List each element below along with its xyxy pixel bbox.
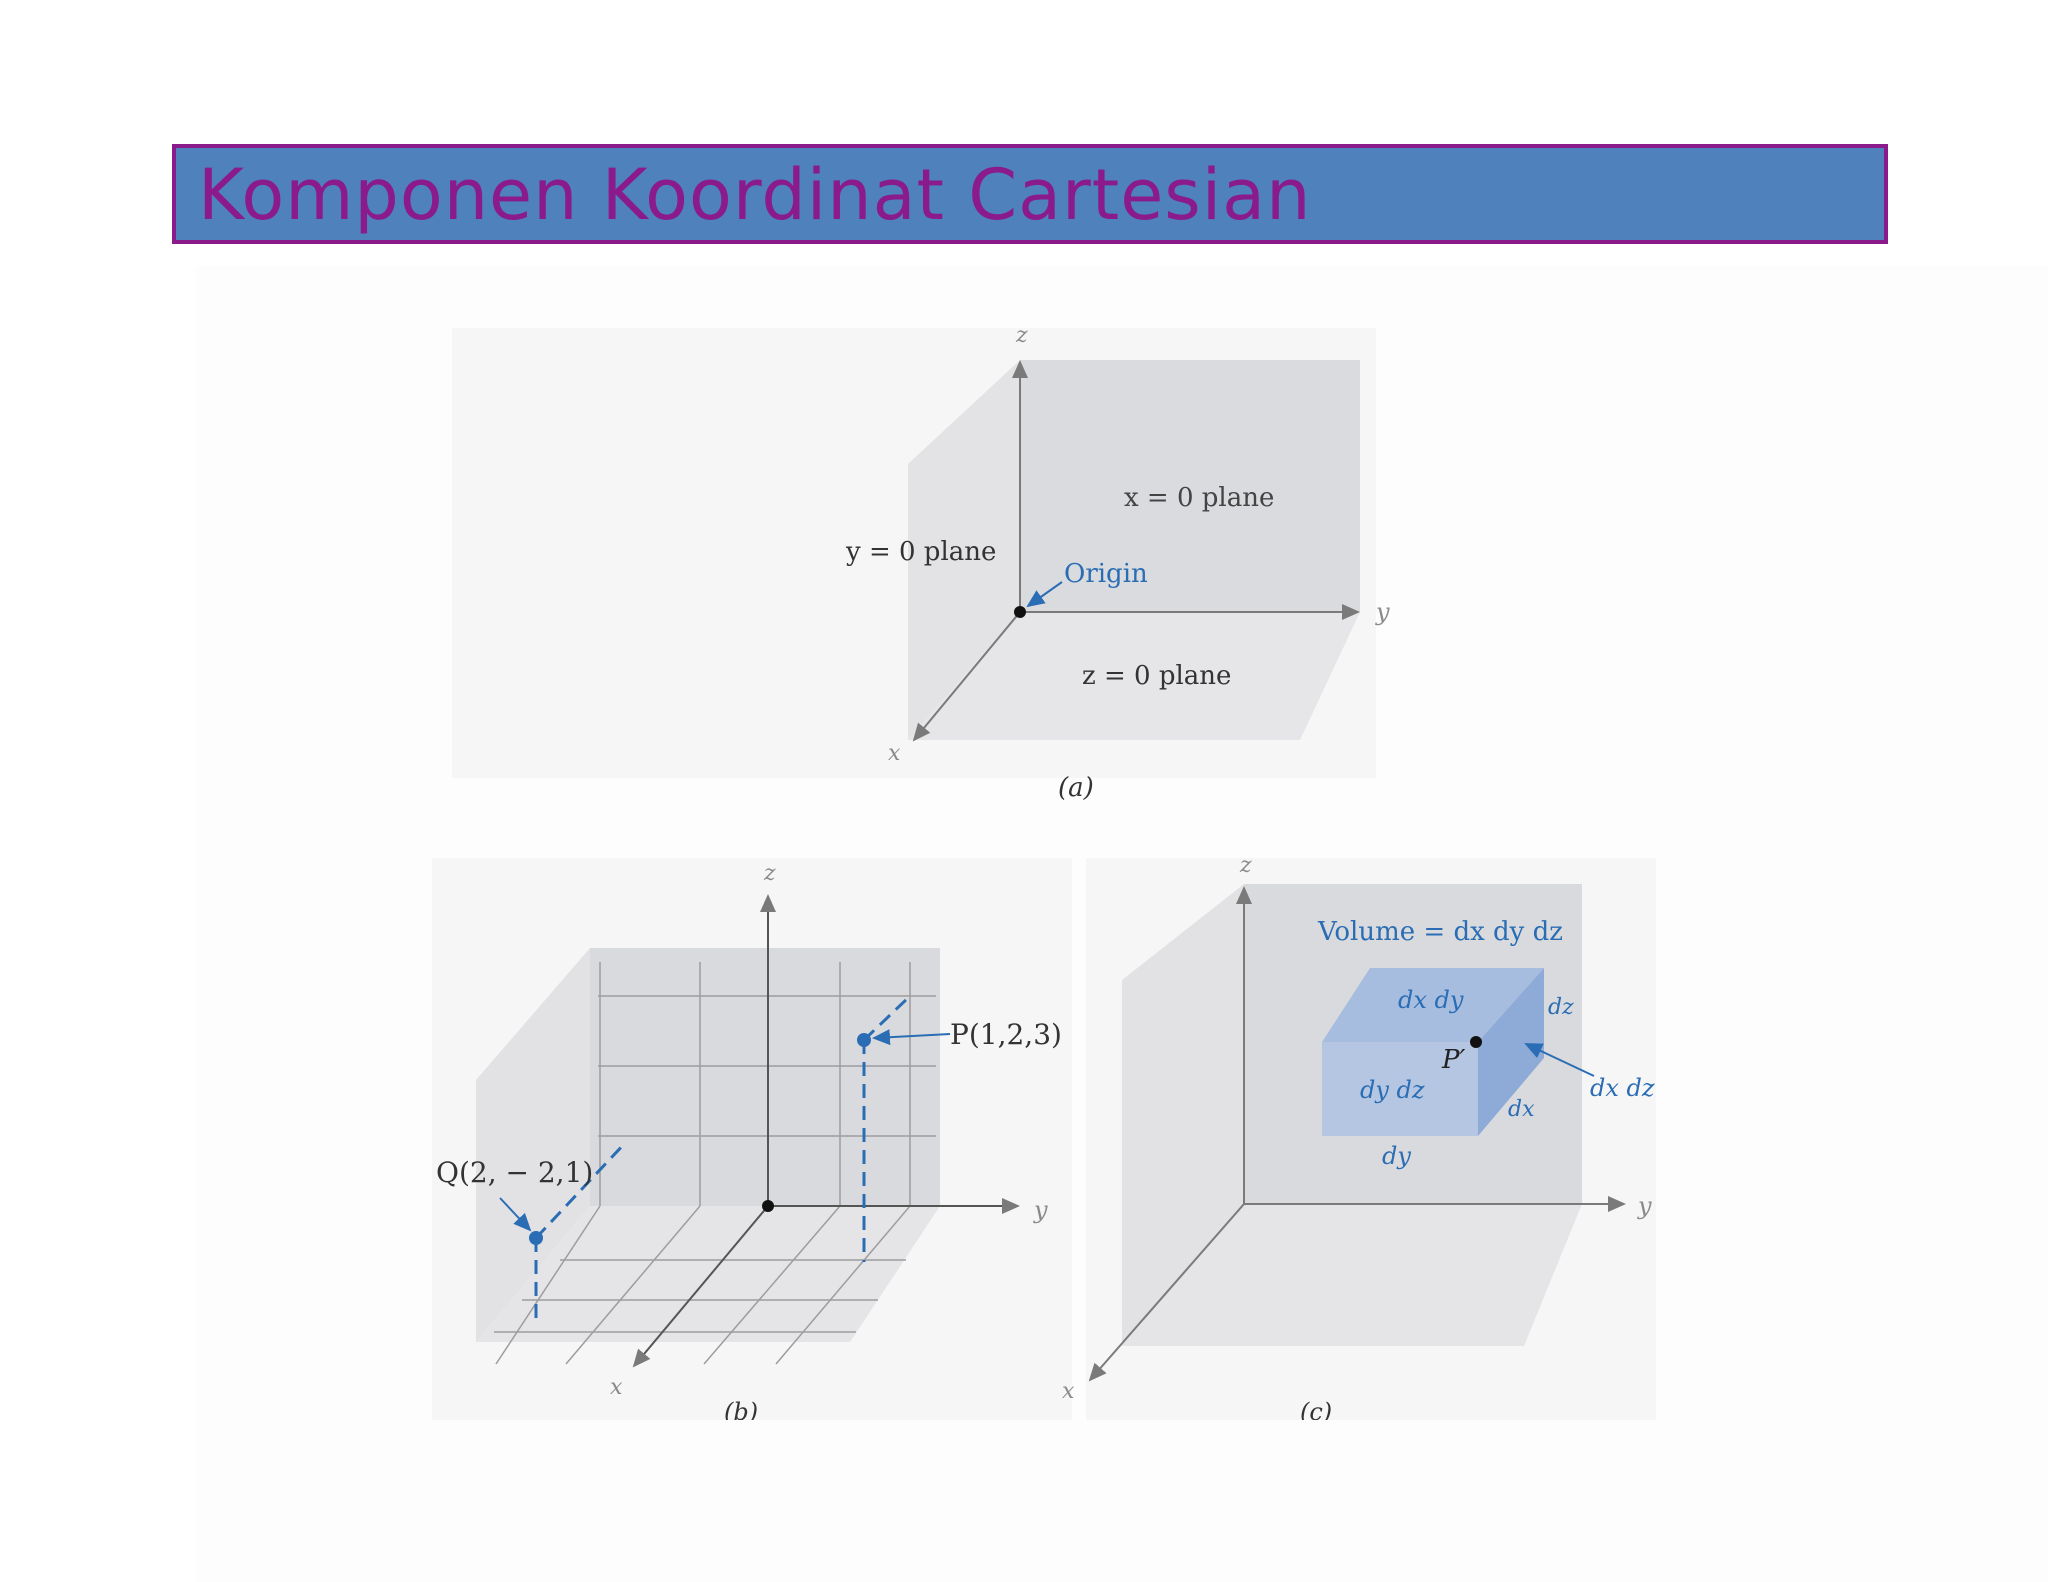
axis-label-x: x (888, 741, 901, 766)
p-diagonal-dash (862, 994, 912, 1042)
floor-grid-line (495, 1205, 601, 1365)
panel-b-x-axis (632, 1205, 769, 1368)
x0-plane-label: x = 0 plane (1124, 483, 1274, 513)
panel-c-axis-label-x: x (1062, 1379, 1075, 1404)
point-p-label: P(1,2,3) (950, 1018, 1062, 1051)
box-side-face (1478, 968, 1544, 1136)
point-p-prime-label: P′ (1441, 1045, 1465, 1075)
panel-c-axis-label-y: y (1637, 1192, 1652, 1220)
floor-grid-line (565, 1205, 701, 1365)
z0-plane (908, 612, 1360, 740)
origin-label: Origin (1064, 559, 1148, 589)
dxdz-pointer (1524, 1043, 1595, 1077)
figure-crop-strip (420, 1420, 1680, 1450)
panel-b-axis-label-y: y (1033, 1196, 1048, 1224)
y0-plane (908, 360, 1020, 740)
front-face-label: dy dz (1360, 1076, 1425, 1104)
panel-c: Volume = dx dy dz dx dy dy dz dx dz dz d… (1062, 853, 1656, 1426)
point-p-prime (1470, 1036, 1482, 1048)
slide-title: Komponen Koordinat Cartesian (198, 154, 1312, 236)
z0-plane-label: z = 0 plane (1082, 661, 1231, 691)
panel-c-side-plane (1122, 884, 1244, 1346)
panel-b: P(1,2,3) Q(2, − 2,1) z y x (b) (432, 858, 1072, 1426)
x-axis (912, 611, 1021, 742)
title-bar: Komponen Koordinat Cartesian (172, 144, 1888, 244)
top-face-label: dx dy (1398, 986, 1464, 1014)
volume-label: Volume = dx dy dz (1317, 917, 1563, 947)
axis-label-z: z (1015, 323, 1028, 348)
panel-b-origin (762, 1200, 774, 1212)
panel-c-axis-label-z: z (1239, 853, 1252, 878)
panel-c-x-axis (1088, 1203, 1245, 1382)
panel-a: z y x x = 0 plane y = 0 plane z = 0 plan… (452, 323, 1390, 803)
panel-b-floor-grid (494, 1205, 911, 1365)
side-face-label: dx dz (1590, 1074, 1655, 1102)
x0-plane (1020, 360, 1360, 612)
panel-b-axis-label-z: z (763, 861, 776, 886)
panel-c-floor-plane (1122, 1204, 1582, 1346)
panel-b-back-plane (590, 948, 940, 1206)
box-top-face (1322, 968, 1544, 1042)
axis-label-y: y (1375, 598, 1390, 626)
edge-dy-label: dy (1382, 1142, 1411, 1170)
panel-b-side-plane (476, 948, 590, 1342)
q-pointer (499, 1197, 532, 1232)
y0-plane-label: y = 0 plane (845, 537, 996, 567)
panel-b-axis-label-x: x (610, 1375, 623, 1400)
floor-grid-line (775, 1205, 911, 1365)
origin-point (1014, 606, 1026, 618)
point-p (857, 1033, 871, 1047)
point-q-label: Q(2, − 2,1) (436, 1156, 593, 1189)
point-q (529, 1231, 543, 1245)
edge-dx-label: dx (1508, 1097, 1535, 1122)
box-front-face (1322, 1042, 1478, 1136)
origin-pointer (1026, 581, 1063, 608)
caption-a: (a) (1058, 773, 1094, 803)
p-pointer (872, 1029, 951, 1046)
floor-grid-line (703, 1205, 841, 1365)
edge-dz-label: dz (1548, 995, 1574, 1020)
